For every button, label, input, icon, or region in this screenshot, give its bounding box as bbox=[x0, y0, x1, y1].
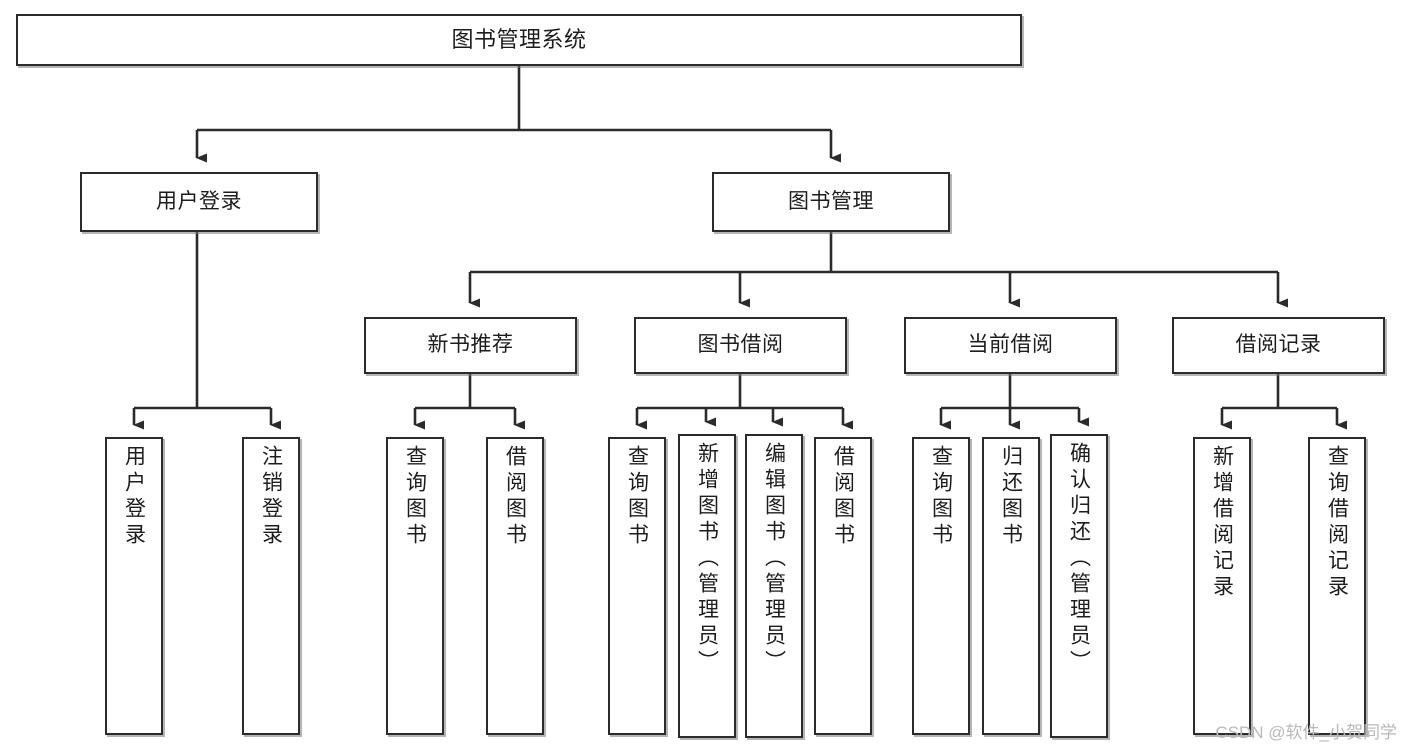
leaf-return-book[interactable]: 归还图书 bbox=[982, 437, 1040, 735]
node-current-borrow[interactable]: 当前借阅 bbox=[904, 317, 1117, 374]
node-label: 借阅记录 bbox=[1235, 333, 1322, 357]
node-label: 图书借阅 bbox=[697, 333, 784, 357]
node-label: 查询图书 bbox=[625, 445, 649, 549]
leaf-user-login[interactable]: 用户登录 bbox=[105, 437, 163, 735]
leaf-query-book-new-rec[interactable]: 查询图书 bbox=[386, 437, 444, 735]
node-label: 编辑图书（管理员） bbox=[762, 442, 786, 676]
leaf-confirm-return-admin[interactable]: 确认归还（管理员） bbox=[1050, 434, 1108, 738]
leaf-edit-book-admin[interactable]: 编辑图书（管理员） bbox=[745, 434, 803, 738]
node-label: 图书管理 bbox=[788, 189, 874, 213]
node-borrow-record[interactable]: 借阅记录 bbox=[1172, 317, 1385, 374]
node-label: 新书推荐 bbox=[427, 333, 514, 357]
node-label: 查询借阅记录 bbox=[1325, 445, 1349, 601]
node-label: 借阅图书 bbox=[831, 445, 855, 549]
node-label: 用户登录 bbox=[122, 445, 146, 549]
node-book-borrow[interactable]: 图书借阅 bbox=[634, 317, 847, 374]
node-label: 当前借阅 bbox=[967, 333, 1054, 357]
leaf-add-borrow-record[interactable]: 新增借阅记录 bbox=[1193, 437, 1251, 735]
node-label: 用户登录 bbox=[156, 189, 242, 213]
node-label: 借阅图书 bbox=[503, 445, 527, 549]
node-label: 新增图书（管理员） bbox=[695, 442, 719, 676]
node-label: 图书管理系统 bbox=[451, 27, 587, 53]
node-label: 查询图书 bbox=[929, 445, 953, 549]
leaf-add-book-admin[interactable]: 新增图书（管理员） bbox=[678, 434, 736, 738]
node-label: 注销登录 bbox=[259, 445, 283, 549]
leaf-borrow-book[interactable]: 借阅图书 bbox=[814, 437, 872, 735]
node-label: 确认归还（管理员） bbox=[1067, 442, 1091, 676]
leaf-borrow-book-new-rec[interactable]: 借阅图书 bbox=[486, 437, 544, 735]
node-label: 归还图书 bbox=[999, 445, 1023, 549]
leaf-query-borrow-record[interactable]: 查询借阅记录 bbox=[1308, 437, 1366, 735]
leaf-query-book-borrow[interactable]: 查询图书 bbox=[608, 437, 666, 735]
node-label: 查询图书 bbox=[403, 445, 427, 549]
node-new-book-recommendation[interactable]: 新书推荐 bbox=[364, 317, 577, 374]
leaf-query-book-current[interactable]: 查询图书 bbox=[912, 437, 970, 735]
leaf-logout-login[interactable]: 注销登录 bbox=[242, 437, 300, 735]
node-root-book-management-system[interactable]: 图书管理系统 bbox=[16, 14, 1022, 66]
node-label: 新增借阅记录 bbox=[1210, 445, 1234, 601]
node-user-login[interactable]: 用户登录 bbox=[80, 172, 318, 232]
node-book-management[interactable]: 图书管理 bbox=[712, 172, 950, 232]
